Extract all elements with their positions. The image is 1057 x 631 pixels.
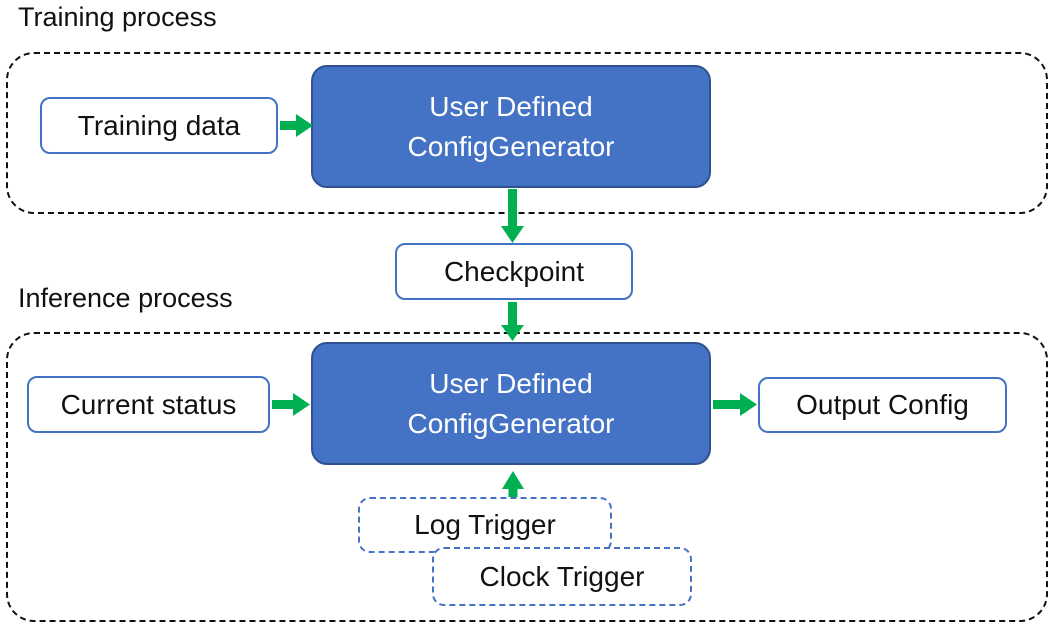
config-generator-inference-box: User Defined ConfigGenerator [311, 342, 711, 465]
log-trigger-box: Log Trigger [358, 497, 612, 553]
checkpoint-box: Checkpoint [395, 243, 633, 300]
config-generator-training-box: User Defined ConfigGenerator [311, 65, 711, 188]
output-config-box: Output Config [758, 377, 1007, 433]
training-process-container [6, 52, 1048, 214]
training-data-box: Training data [40, 97, 278, 154]
current-status-box: Current status [27, 376, 270, 433]
inference-process-container [6, 332, 1048, 622]
training-process-label: Training process [18, 2, 217, 32]
inference-process-label: Inference process [18, 283, 233, 313]
clock-trigger-box: Clock Trigger [432, 547, 692, 606]
